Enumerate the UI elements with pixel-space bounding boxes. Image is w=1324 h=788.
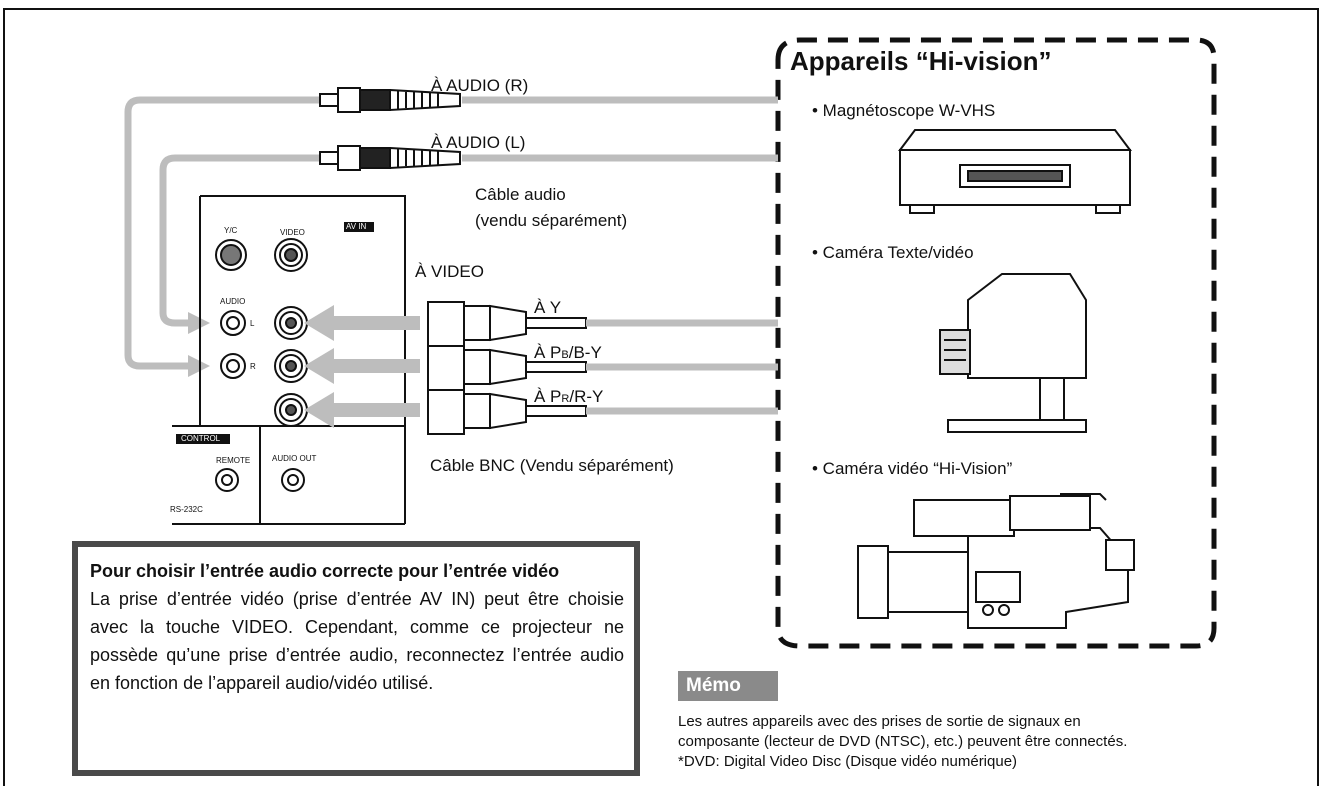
label-audio-cable-note: (vendu séparément) — [475, 211, 628, 230]
note-body: La prise d’entrée vidéo (prise d’entrée … — [90, 589, 624, 693]
page-frame — [3, 8, 1319, 786]
label-audio-r: À AUDIO (R) — [431, 76, 529, 95]
camcorder-icon — [857, 493, 1135, 629]
memo-line-1: Les autres appareils avec des prises de … — [678, 713, 1081, 730]
panel-label-rs232c: RS-232C — [170, 505, 203, 514]
rca-plug-l — [319, 145, 461, 171]
panel-label-control: CONTROL — [181, 434, 221, 443]
bnc-plug-y — [427, 301, 587, 347]
memo-text: Les autres appareils avec des prises de … — [678, 712, 1318, 772]
av-in-badge — [344, 222, 374, 232]
memo-tag: Mémo — [678, 671, 778, 701]
bnc-cables — [586, 319, 778, 415]
note-title: Pour choisir l’entrée audio correcte pou… — [90, 561, 560, 581]
panel-label-video: VIDEO — [280, 228, 305, 237]
panel-label-l: L — [250, 319, 255, 328]
label-audio-l: À AUDIO (L) — [431, 133, 526, 152]
document-camera-icon — [939, 273, 1087, 433]
panel-label-audio: AUDIO — [220, 297, 246, 306]
panel-label-remote: REMOTE — [216, 456, 251, 465]
audio-cables — [124, 96, 778, 370]
device-label-vcr: • Magnétoscope W-VHS — [812, 101, 996, 120]
panel-label-audio-out: AUDIO OUT — [272, 454, 317, 463]
device-label-document-camera: • Caméra Texte/vidéo — [812, 243, 974, 262]
device-label-camcorder: • Caméra vidéo “Hi-Vision” — [812, 459, 1013, 478]
label-pr: À PR/R-Y — [534, 387, 604, 406]
control-badge — [176, 434, 230, 444]
label-pb: À PB/B-Y — [534, 343, 602, 362]
label-audio-cable: Câble audio — [475, 185, 566, 204]
panel-label-r: R — [250, 362, 256, 371]
memo-line-2: composante (lecteur de DVD (NTSC), etc.)… — [678, 733, 1128, 750]
hi-vision-group-border — [775, 37, 1217, 649]
panel-label-av-in: AV IN — [346, 222, 367, 231]
audio-input-note: Pour choisir l’entrée audio correcte pou… — [72, 541, 640, 776]
vcr-icon — [898, 129, 1132, 214]
label-y: À Y — [534, 298, 562, 317]
label-video: À VIDEO — [415, 262, 484, 281]
memo-line-3: *DVD: Digital Video Disc (Disque vidéo n… — [678, 753, 1018, 770]
panel-label-yc: Y/C — [224, 226, 238, 235]
bnc-arrows — [304, 305, 420, 428]
bnc-plug-pr — [427, 389, 587, 435]
hi-vision-title: Appareils “Hi-vision” — [790, 46, 1052, 76]
rca-plug-r — [319, 87, 461, 113]
label-bnc-cable: Câble BNC (Vendu séparément) — [430, 456, 674, 475]
panel-jacks — [215, 238, 308, 492]
